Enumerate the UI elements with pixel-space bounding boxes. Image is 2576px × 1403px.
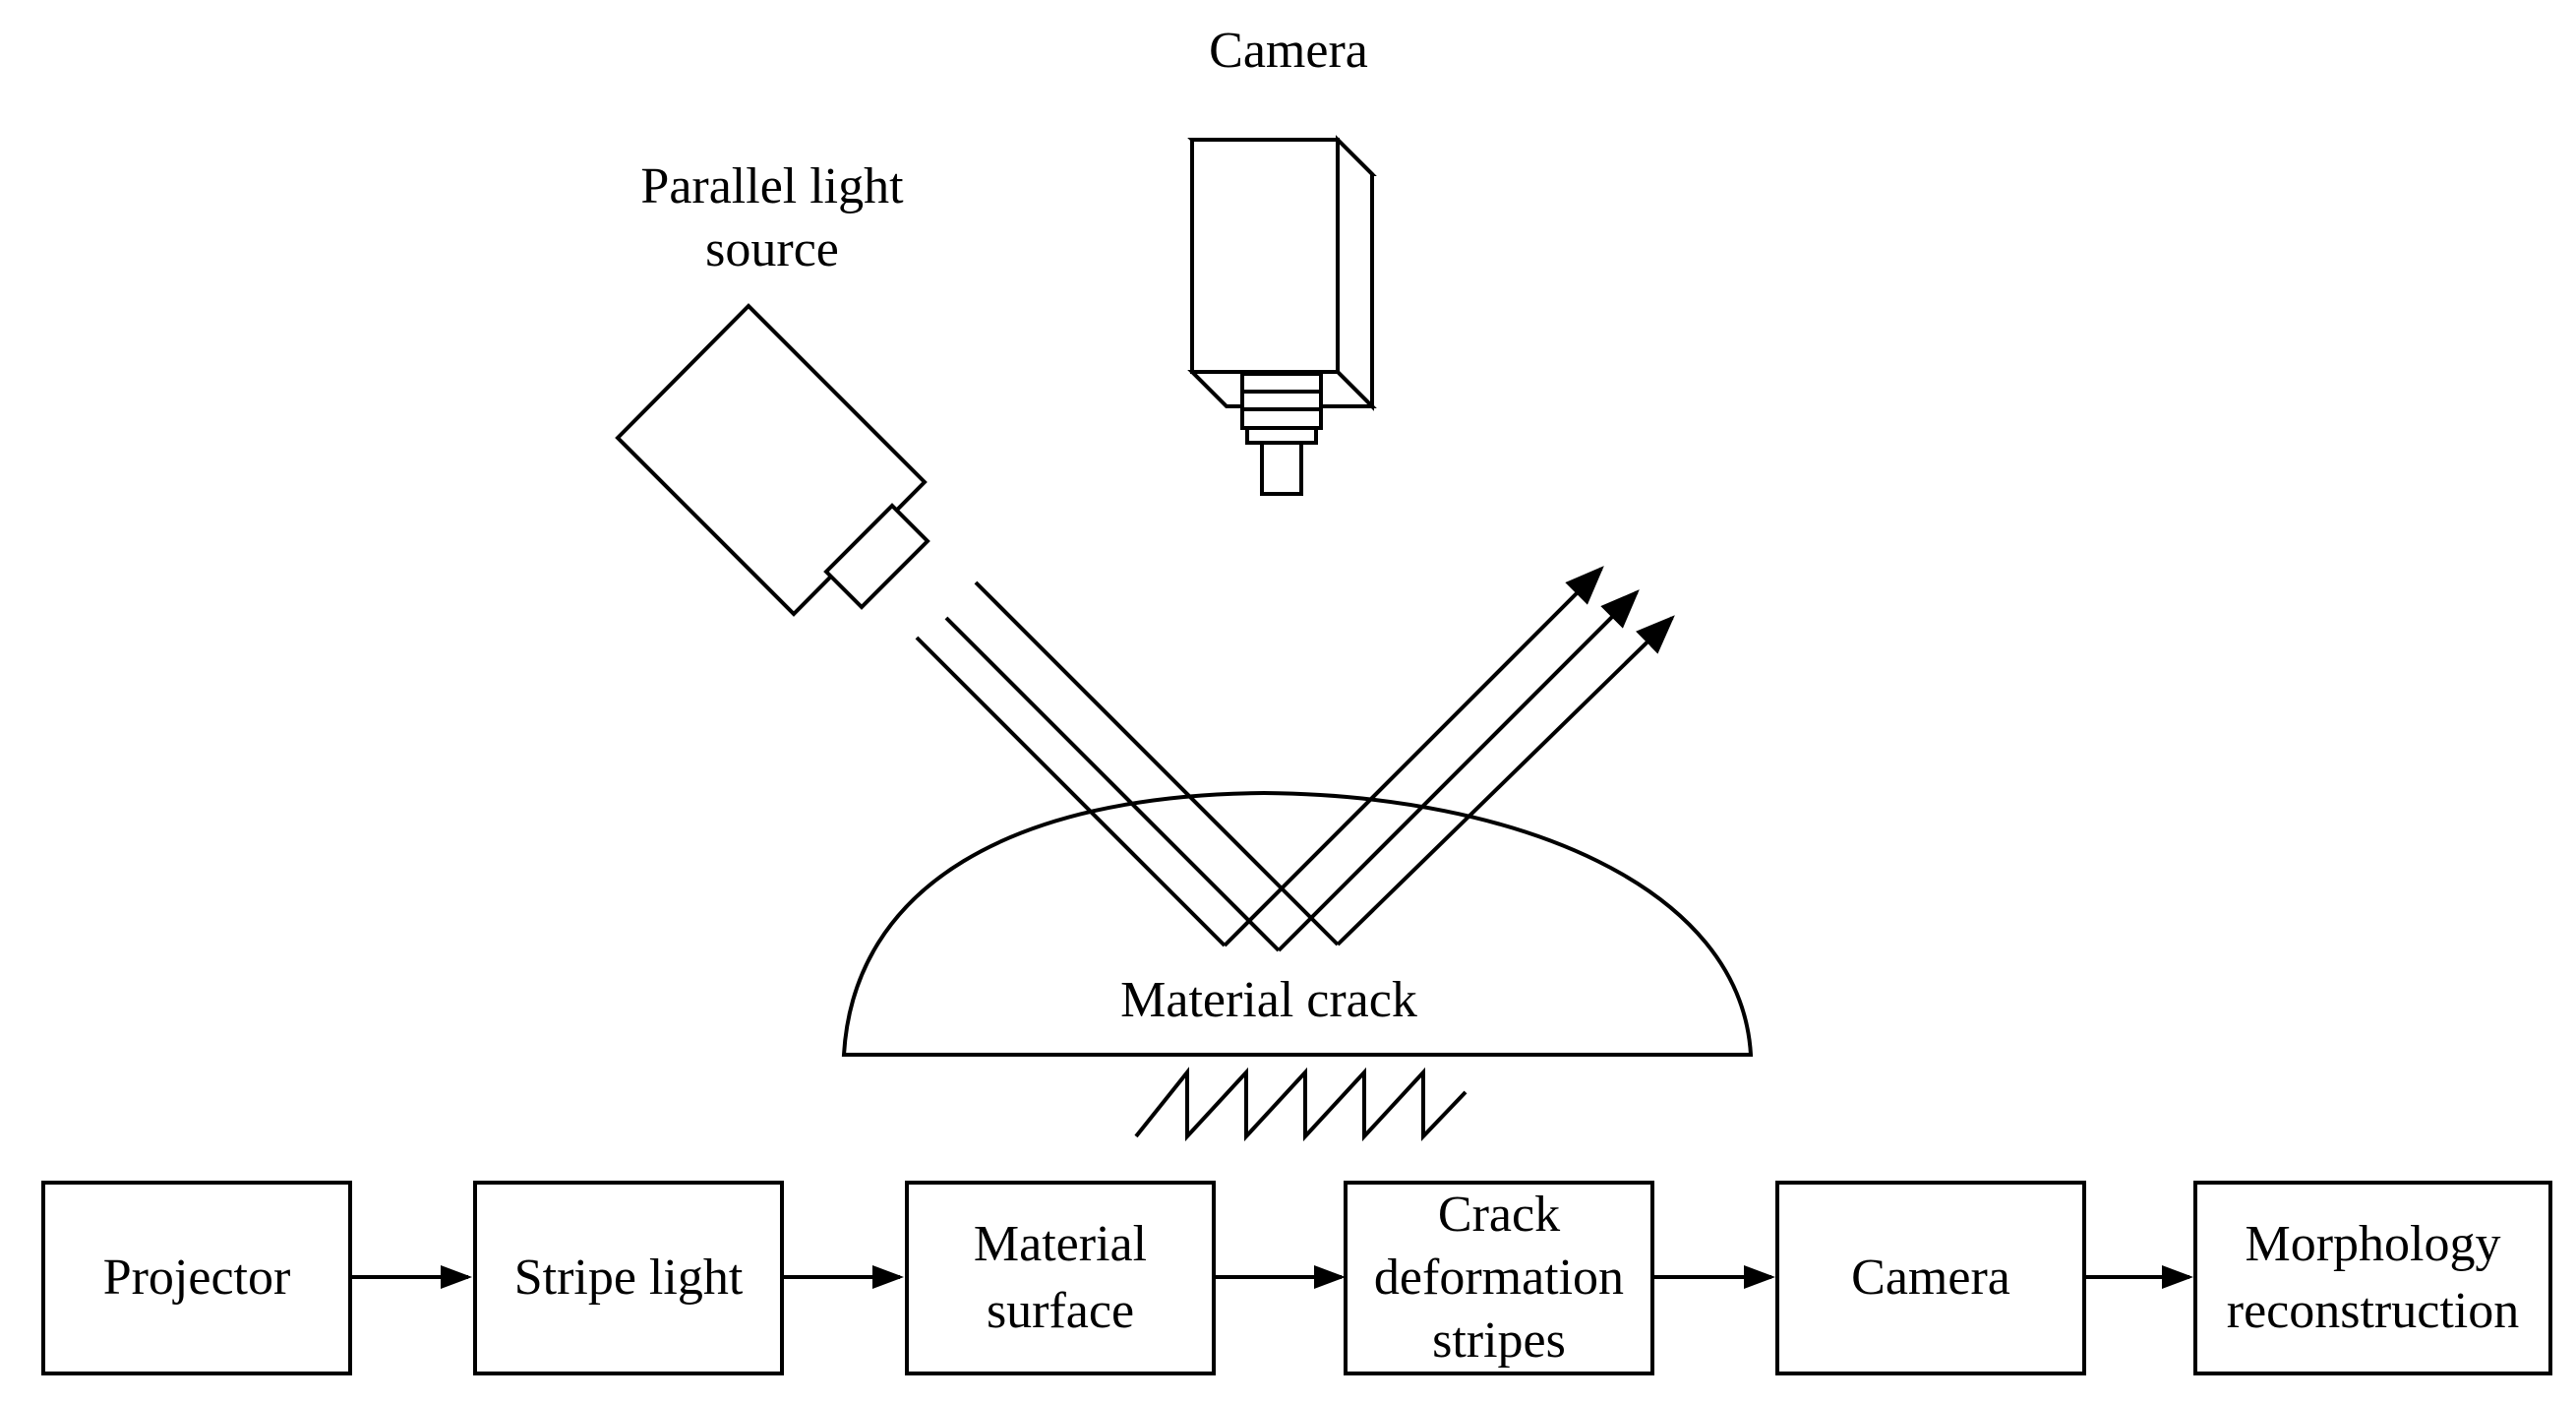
light-source-icon	[615, 303, 930, 617]
flow-box-text: Camera	[1851, 1250, 2010, 1306]
flow-box-text: deformation	[1373, 1250, 1625, 1306]
flow-box-crack-deformation-stripes: Crack deformation stripes	[1344, 1181, 1654, 1375]
flow-box-text: Material	[973, 1216, 1148, 1272]
reflected-light-rays	[1223, 566, 1675, 952]
flow-box-text: Crack	[1437, 1187, 1561, 1243]
light-source-label: Parallel light source	[575, 155, 969, 281]
flow-box-text: reconstruction	[2226, 1283, 2520, 1339]
flow-box-text: Stripe light	[513, 1250, 744, 1306]
flow-box-text: Projector	[102, 1250, 291, 1306]
flow-box-camera: Camera	[1775, 1181, 2086, 1375]
flow-box-text: Morphology	[2245, 1216, 2501, 1272]
light-source-label-line1: Parallel light	[640, 158, 904, 214]
light-source-label-line2: source	[705, 221, 839, 277]
flow-box-morphology-reconstruction: Morphology reconstruction	[2193, 1181, 2552, 1375]
incident-light-rays	[915, 580, 1340, 952]
material-crack-surface	[841, 790, 1754, 1057]
camera-label: Camera	[1209, 23, 1368, 79]
camera-icon	[1187, 135, 1377, 496]
flow-box-text: surface	[986, 1283, 1135, 1339]
flow-box-text: stripes	[1432, 1312, 1566, 1369]
crack-zigzag-icon	[1134, 1067, 1468, 1142]
flow-box-stripe-light: Stripe light	[473, 1181, 784, 1375]
material-crack-label: Material crack	[1120, 972, 1417, 1028]
flow-box-projector: Projector	[41, 1181, 352, 1375]
flow-box-material-surface: Material surface	[905, 1181, 1216, 1375]
